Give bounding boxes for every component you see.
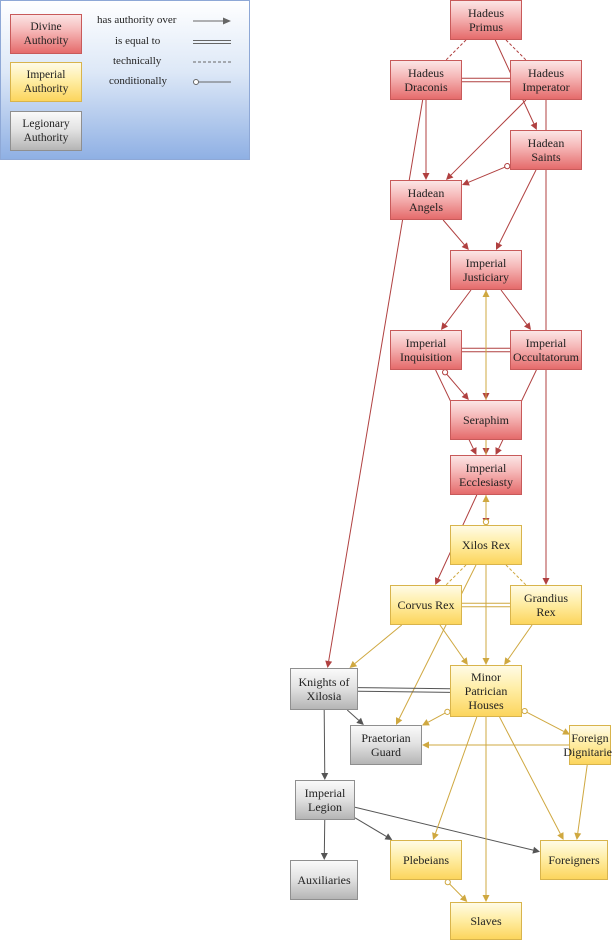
edge-knights_of_xilosia-to-minor_patrician_houses (357, 687, 451, 693)
edge-hadeus_draconis-to-hadeus_imperator (462, 77, 510, 83)
legend-authority-label: has authority over (97, 14, 177, 26)
edge-imperial_legion-to-foreigners (354, 806, 540, 854)
node-foreign-dignitaries[interactable]: Foreign Dignitaries (563, 725, 612, 765)
node-hadean-saints[interactable]: Hadean Saints (510, 130, 582, 170)
legend-imperial-swatch: Imperial Authority (10, 62, 82, 102)
node-corvus-rex[interactable]: Corvus Rex (390, 585, 462, 625)
legend-technically-label: technically (113, 55, 162, 67)
edge-hadean_saints-to-hadean_angels (462, 163, 511, 186)
edge-foreign_dignitaries-to-praetorian_guard (422, 741, 570, 749)
edge-hadeus_imperator-to-hadean_angels (446, 99, 527, 180)
edge-knights_of_xilosia-to-praetorian_guard (346, 709, 364, 725)
node-imperial-inquisition[interactable]: Imperial Inquisition (390, 330, 462, 370)
legend-technically-line (193, 61, 231, 63)
edge-foreign_dignitaries-to-foreigners (574, 764, 588, 840)
node-grandius-rex[interactable]: Grandius Rex (510, 585, 582, 625)
node-praetorian-guard[interactable]: Praetorian Guard (350, 725, 422, 765)
edge-knights_of_xilosia-to-imperial_legion (321, 709, 329, 780)
legend-conditionally-line (193, 79, 231, 85)
edge-minor_patrician_houses-to-foreign_dignitaries (521, 707, 570, 735)
legend-equal-line (193, 40, 231, 44)
edge-xilos_rex-to-corvus_rex (445, 564, 467, 586)
legend-divine-swatch: Divine Authority (10, 14, 82, 54)
edge-imperial_legion-to-auxiliaries (320, 819, 328, 860)
edge-hadeus_primus-to-hadeus_imperator (505, 39, 527, 61)
node-imperial-ecclesiasty[interactable]: Imperial Ecclesiasty (450, 455, 522, 495)
edge-xilos_rex-to-grandius_rex (505, 564, 527, 586)
node-knights-of-xilosia[interactable]: Knights of Xilosia (290, 668, 358, 710)
node-hadean-angels[interactable]: Hadean Angels (390, 180, 462, 220)
edge-minor_patrician_houses-to-praetorian_guard (422, 708, 451, 726)
node-hadeus-draconis[interactable]: Hadeus Draconis (390, 60, 462, 100)
edge-imperial_justiciary-to-imperial_inquisition (441, 289, 472, 330)
edge-corvus_rex-to-knights_of_xilosia (349, 624, 403, 668)
edge-grandius_rex-to-minor_patrician_houses (504, 624, 533, 665)
node-minor-patrician-houses[interactable]: Minor Patrician Houses (450, 665, 522, 717)
node-imperial-justiciary[interactable]: Imperial Justiciary (450, 250, 522, 290)
edge-imperial_legion-to-plebeians (354, 817, 393, 840)
node-auxiliaries[interactable]: Auxiliaries (290, 860, 358, 900)
edge-xilos_rex-to-minor_patrician_houses (482, 565, 490, 665)
node-foreigners[interactable]: Foreigners (540, 840, 608, 880)
edge-imperial_justiciary-to-imperial_occultatorum (500, 289, 531, 330)
legend-legionary-swatch: Legionary Authority (10, 111, 82, 151)
legend-panel: Divine Authority Imperial Authority Legi… (0, 0, 250, 160)
node-hadeus-primus[interactable]: Hadeus Primus (450, 0, 522, 40)
edge-hadeus_draconis-to-hadean_angels (422, 100, 430, 180)
node-plebeians[interactable]: Plebeians (390, 840, 462, 880)
edge-hadeus_primus-to-hadeus_draconis (445, 39, 467, 61)
edge-hadean_angels-to-imperial_justiciary (442, 219, 469, 250)
edge-plebeians-to-slaves (444, 879, 468, 902)
node-slaves[interactable]: Slaves (450, 902, 522, 940)
node-imperial-occultatorum[interactable]: Imperial Occultatorum (510, 330, 582, 370)
edge-corvus_rex-to-minor_patrician_houses (439, 624, 468, 665)
edge-xilos_rex-to-praetorian_guard (396, 564, 477, 725)
edge-imperial_inquisition-to-seraphim (441, 369, 469, 400)
edge-hadean_saints-to-imperial_justiciary (496, 169, 537, 250)
legend-authority-line (193, 17, 231, 25)
node-xilos-rex[interactable]: Xilos Rex (450, 525, 522, 565)
node-hadeus-imperator[interactable]: Hadeus Imperator (510, 60, 582, 100)
legend-equal-label: is equal to (115, 35, 161, 47)
legend-conditionally-label: conditionally (109, 75, 168, 87)
node-seraphim[interactable]: Seraphim (450, 400, 522, 440)
node-imperial-legion[interactable]: Imperial Legion (295, 780, 355, 820)
edge-minor_patrician_houses-to-plebeians (432, 716, 478, 840)
edge-minor_patrician_houses-to-foreigners (499, 716, 564, 840)
edge-minor_patrician_houses-to-slaves (482, 717, 490, 902)
